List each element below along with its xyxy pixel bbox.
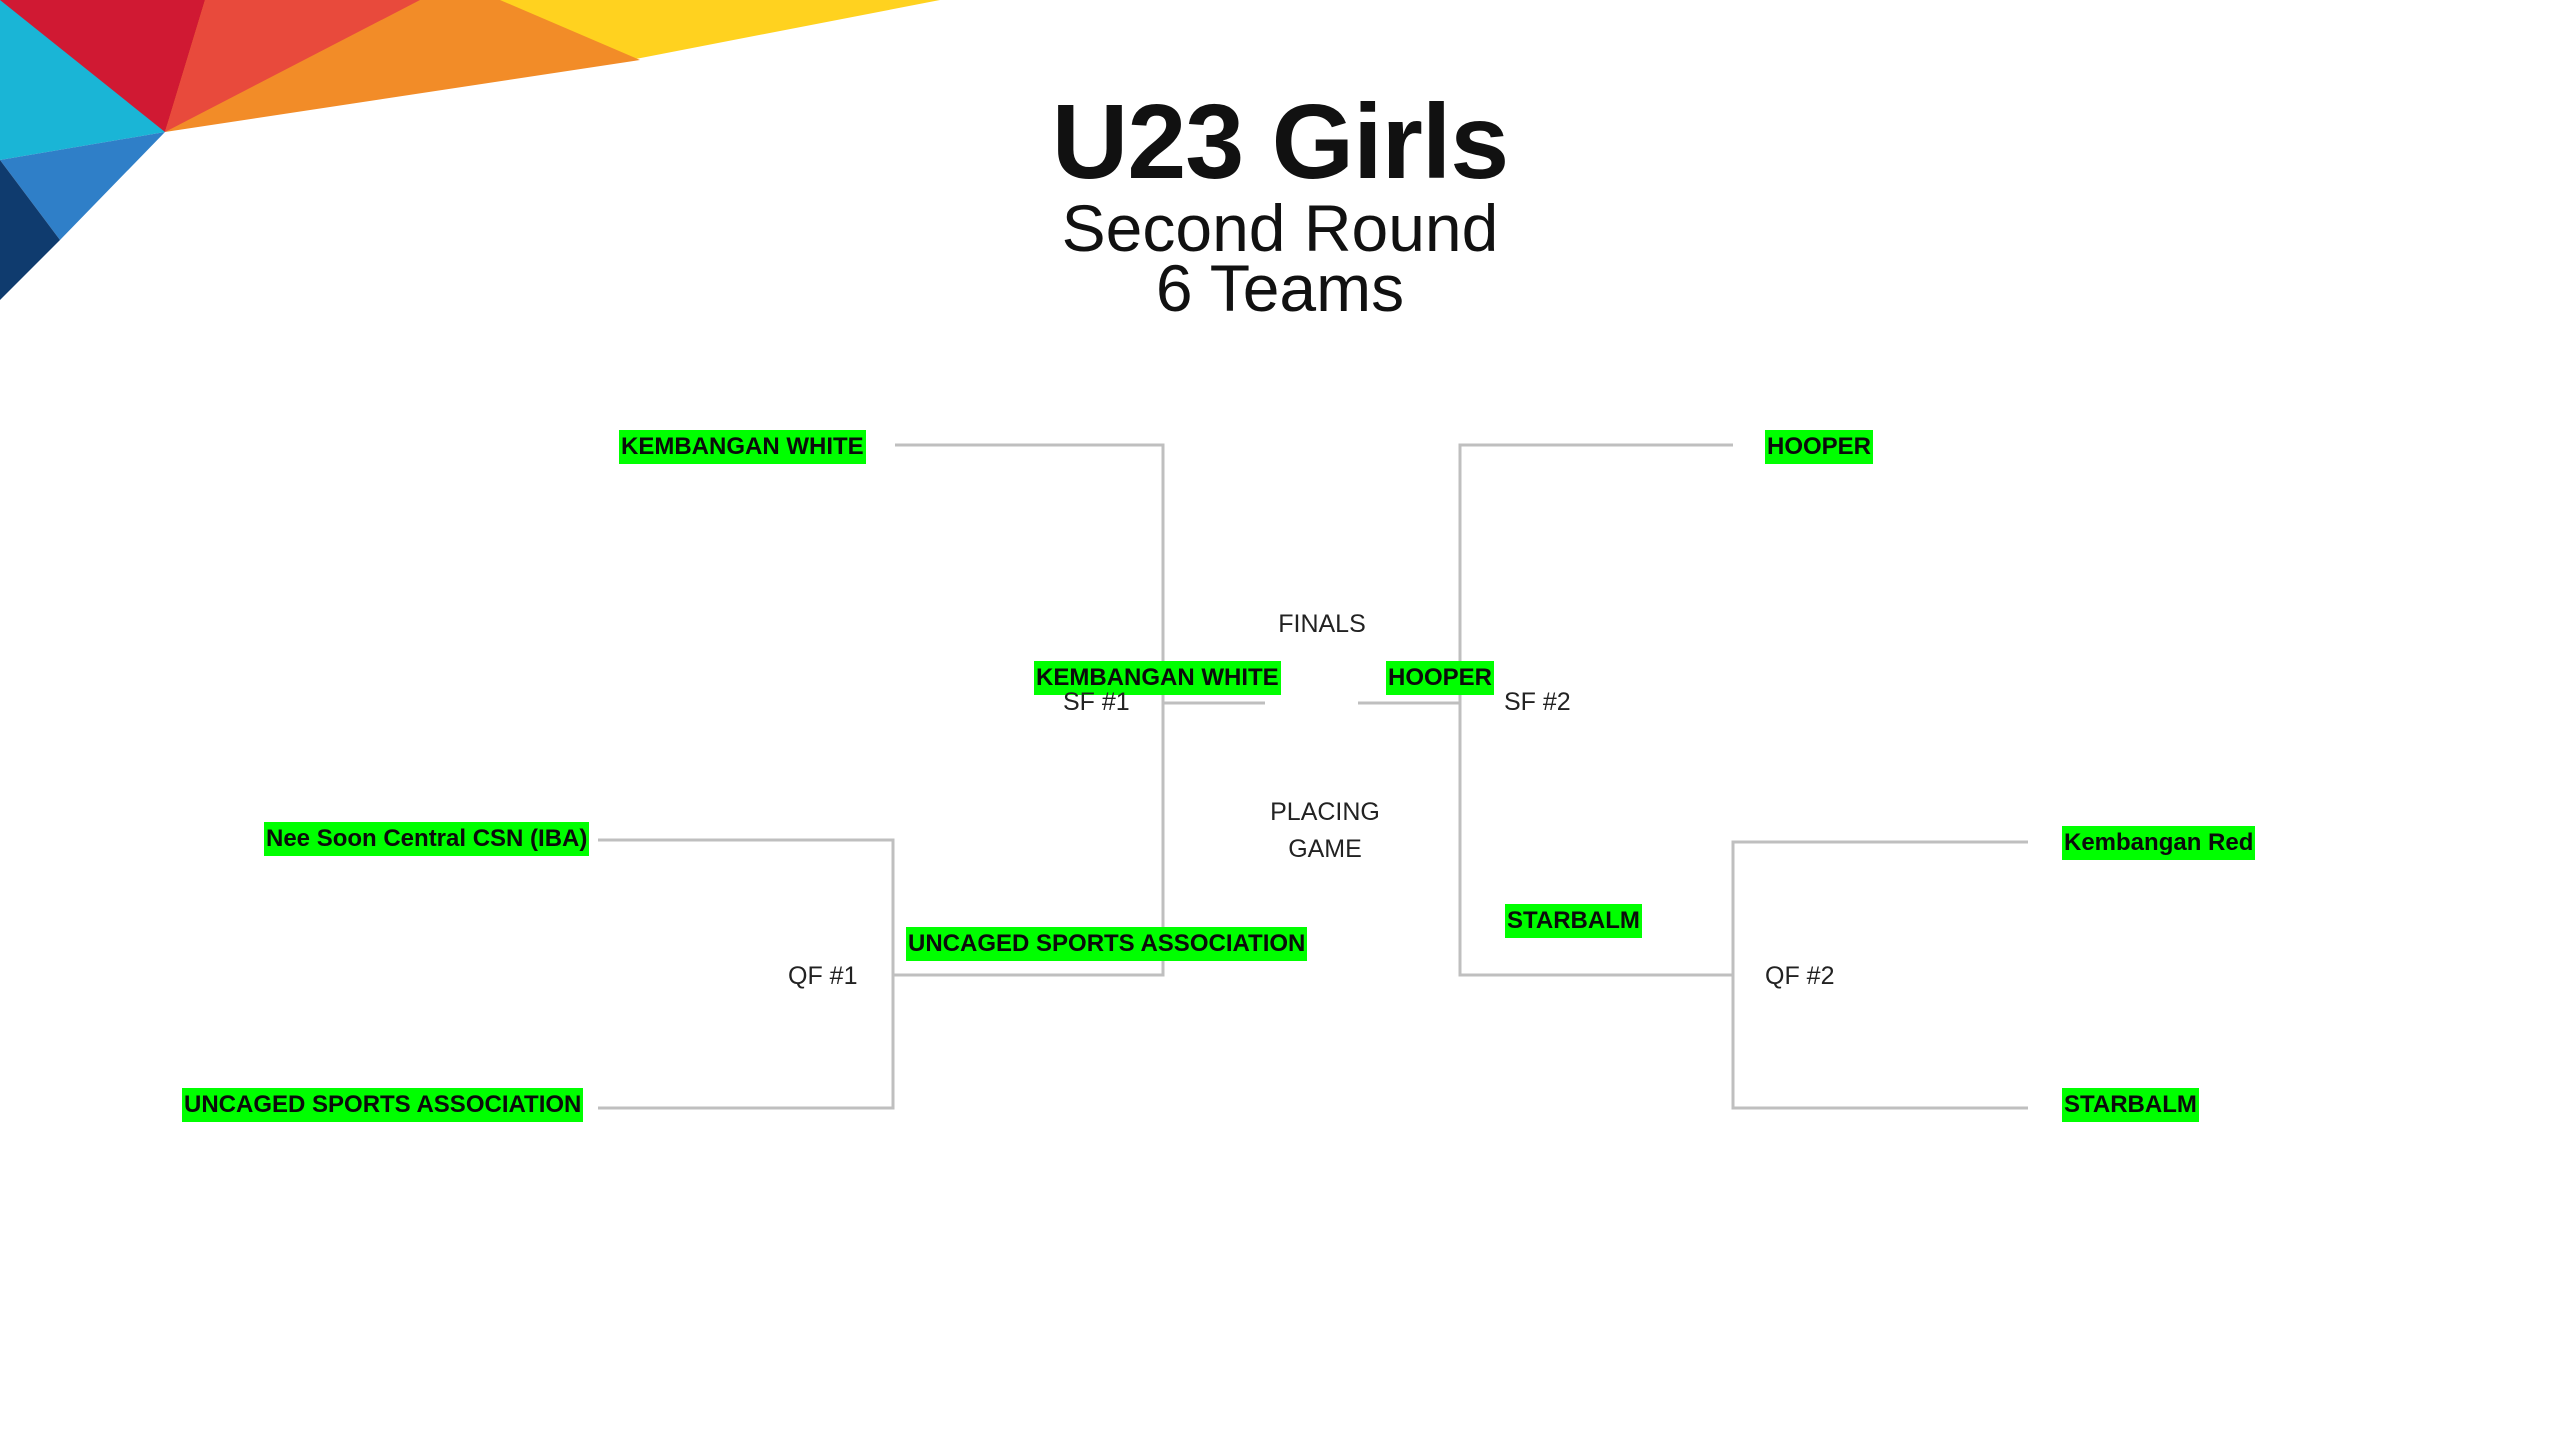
- corner-cyan-shape: [0, 0, 165, 160]
- qf2-winner-starbalm: STARBALM: [1505, 904, 1642, 938]
- team-uncaged-sports: UNCAGED SPORTS ASSOCIATION: [182, 1088, 584, 1122]
- qf2-label: QF #2: [1765, 962, 1835, 990]
- round-subtitle: Second Round: [1061, 191, 1499, 265]
- team-kembangan-red: Kembangan Red: [2062, 826, 2256, 860]
- team-kembangan-white-seed: KEMBANGAN WHITE: [619, 430, 866, 464]
- corner-blue-shape: [0, 132, 165, 240]
- team-hooper-seed: HOOPER: [1765, 430, 1874, 464]
- teams-count: 6 Teams: [1155, 251, 1405, 325]
- qf1-label: QF #1: [788, 962, 858, 990]
- bracket-line-right-top: [1458, 443, 1733, 977]
- qf1-winner-uncaged-sports: UNCAGED SPORTS ASSOCIATION: [906, 927, 1308, 961]
- finals-label: FINALS: [1278, 610, 1366, 638]
- corner-navy-shape: [0, 160, 60, 300]
- corner-red-shape: [0, 0, 205, 132]
- corner-redorange-shape: [165, 0, 420, 132]
- page-title: U23 Girls: [1051, 83, 1509, 201]
- sf1-winner-kembangan-white: KEMBANGAN WHITE: [1034, 661, 1281, 695]
- sf2-winner-hooper: HOOPER: [1386, 661, 1495, 695]
- placing-game-label-line1: PLACING: [1270, 798, 1380, 826]
- team-starbalm: STARBALM: [2062, 1088, 2199, 1122]
- sf2-label: SF #2: [1504, 688, 1571, 716]
- team-nee-soon-central: Nee Soon Central CSN (IBA): [264, 822, 590, 856]
- placing-game-label-line2: GAME: [1288, 835, 1362, 863]
- sf1-label: SF #1: [1063, 688, 1130, 716]
